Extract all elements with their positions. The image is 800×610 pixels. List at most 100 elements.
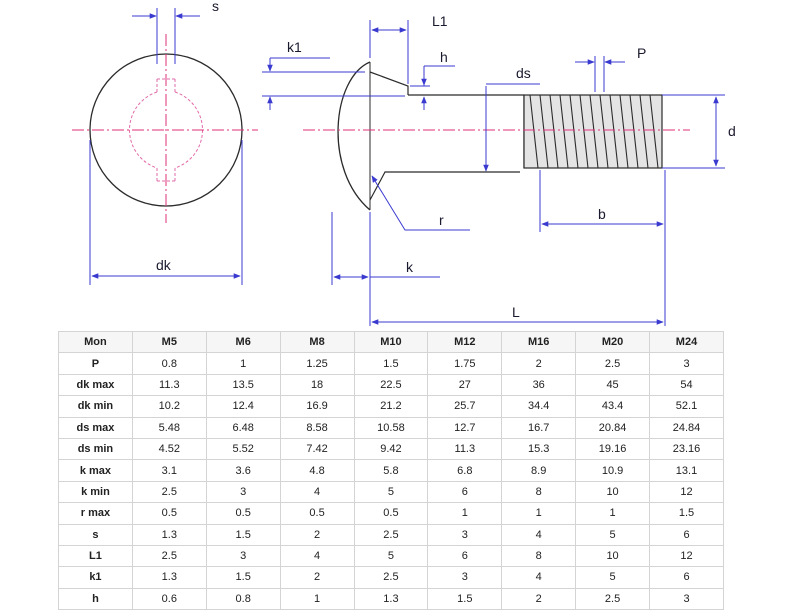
label-k: k	[406, 259, 414, 275]
dim-dk	[89, 140, 243, 285]
table-cell: 1.3	[131, 566, 207, 589]
table-cell: 12.7	[427, 416, 503, 439]
row-label: r max	[58, 502, 133, 525]
table-cell: 5.48	[131, 416, 207, 439]
table-cell: 2.5	[575, 587, 650, 610]
table-cell: 11.3	[131, 373, 207, 397]
table-cell: 4.52	[131, 437, 207, 461]
column-header: M8	[279, 330, 355, 354]
table-cell: 1.3	[131, 523, 207, 546]
row-label: dk min	[58, 395, 133, 418]
table-cell: 2.5	[353, 523, 429, 546]
label-k1: k1	[287, 39, 302, 55]
row-label: k max	[58, 459, 133, 482]
table-cell: 2	[501, 587, 577, 610]
table-cell: 1	[205, 352, 281, 375]
table-cell: 54	[649, 373, 724, 397]
table-cell: 3	[205, 480, 281, 504]
row-label: ds min	[58, 437, 133, 461]
table-cell: 2.5	[353, 566, 429, 589]
table-cell: 0.5	[353, 502, 429, 525]
table-cell: 1	[575, 502, 650, 525]
column-header: M10	[353, 330, 429, 354]
dim-s	[132, 8, 200, 64]
table-cell: 12	[649, 544, 724, 568]
table-cell: 9.42	[353, 437, 429, 461]
table-cell: 2	[279, 523, 355, 546]
table-cell: 3	[427, 566, 503, 589]
column-header: M5	[131, 330, 207, 354]
row-label: s	[58, 523, 133, 546]
front-view: s dk	[72, 0, 258, 285]
bolt-drawing: s dk	[72, 0, 736, 326]
table-cell: 1.75	[427, 352, 503, 375]
table-cell: 6	[649, 523, 724, 546]
table-cell: 1.25	[279, 352, 355, 375]
table-cell: 6	[427, 480, 503, 504]
table-cell: 5	[353, 544, 429, 568]
neck	[369, 71, 520, 201]
row-label: k min	[58, 480, 133, 504]
shank	[408, 94, 525, 168]
column-header: M16	[501, 330, 577, 354]
table-cell: 27	[427, 373, 503, 397]
table-cell: 22.5	[353, 373, 429, 397]
table-cell: 1.5	[353, 352, 429, 375]
table-cell: 0.5	[205, 502, 281, 525]
table-cell: 18	[279, 373, 355, 397]
table-cell: 1	[427, 502, 503, 525]
column-header-size: Mon	[58, 330, 133, 354]
table-cell: 45	[575, 373, 650, 397]
table-cell: 1.5	[205, 566, 281, 589]
table-cell: 3	[649, 587, 724, 610]
row-label: h	[58, 587, 133, 610]
table-cell: 2.5	[575, 352, 650, 375]
table-cell: 24.84	[649, 416, 724, 439]
table-cell: 1.5	[649, 502, 724, 525]
table-cell: 4	[279, 544, 355, 568]
table-cell: 8	[501, 480, 577, 504]
table-cell: 0.5	[131, 502, 207, 525]
square-neck-hidden	[128, 78, 204, 182]
table-cell: 7.42	[279, 437, 355, 461]
table-cell: 6	[427, 544, 503, 568]
thread-body	[523, 94, 663, 169]
label-L1: L1	[432, 13, 448, 29]
row-label: dk max	[58, 373, 133, 397]
table-cell: 10	[575, 480, 650, 504]
table-cell: 23.16	[649, 437, 724, 461]
table-cell: 11.3	[427, 437, 503, 461]
table-cell: 4	[279, 480, 355, 504]
table-cell: 1.3	[353, 587, 429, 610]
table-cell: 5	[353, 480, 429, 504]
table-cell: 6	[649, 566, 724, 589]
table-cell: 10.58	[353, 416, 429, 439]
table-cell: 52.1	[649, 395, 724, 418]
table-cell: 13.5	[205, 373, 281, 397]
table-cell: 12.4	[205, 395, 281, 418]
table-cell: 16.9	[279, 395, 355, 418]
label-L: L	[512, 304, 520, 320]
row-label: L1	[58, 544, 133, 568]
table-cell: 25.7	[427, 395, 503, 418]
table-cell: 21.2	[353, 395, 429, 418]
row-label: P	[58, 352, 133, 375]
table-cell: 16.7	[501, 416, 577, 439]
table-cell: 0.6	[131, 587, 207, 610]
table-cell: 3	[205, 544, 281, 568]
table-cell: 10	[575, 544, 650, 568]
table-cell: 5.8	[353, 459, 429, 482]
dimension-lines	[262, 20, 725, 326]
side-view: L1 k1 h ds P d r b k L	[262, 13, 736, 326]
table-cell: 8.58	[279, 416, 355, 439]
table-cell: 12	[649, 480, 724, 504]
